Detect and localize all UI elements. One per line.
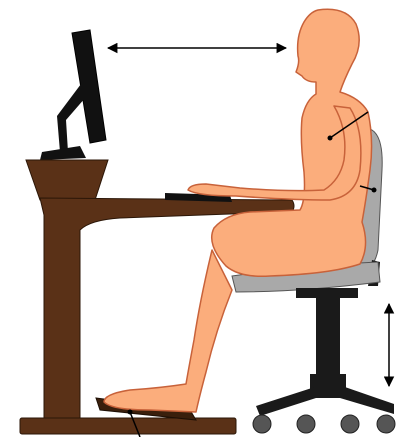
chair-wheel [377,415,395,433]
chair-wheel [341,415,359,433]
chair-gas-column [316,296,340,376]
footrest-pointer-dot [128,410,133,415]
person-lower-leg [104,250,232,412]
chair-wheel [297,415,315,433]
lumbar-pointer-dot [372,188,377,193]
desk-top-funnel [26,160,108,200]
monitor [40,30,106,160]
chair-base-legs [256,386,394,416]
chair-wheel [253,415,271,433]
desk-foot [20,418,236,434]
back-pointer-dot [328,136,333,141]
